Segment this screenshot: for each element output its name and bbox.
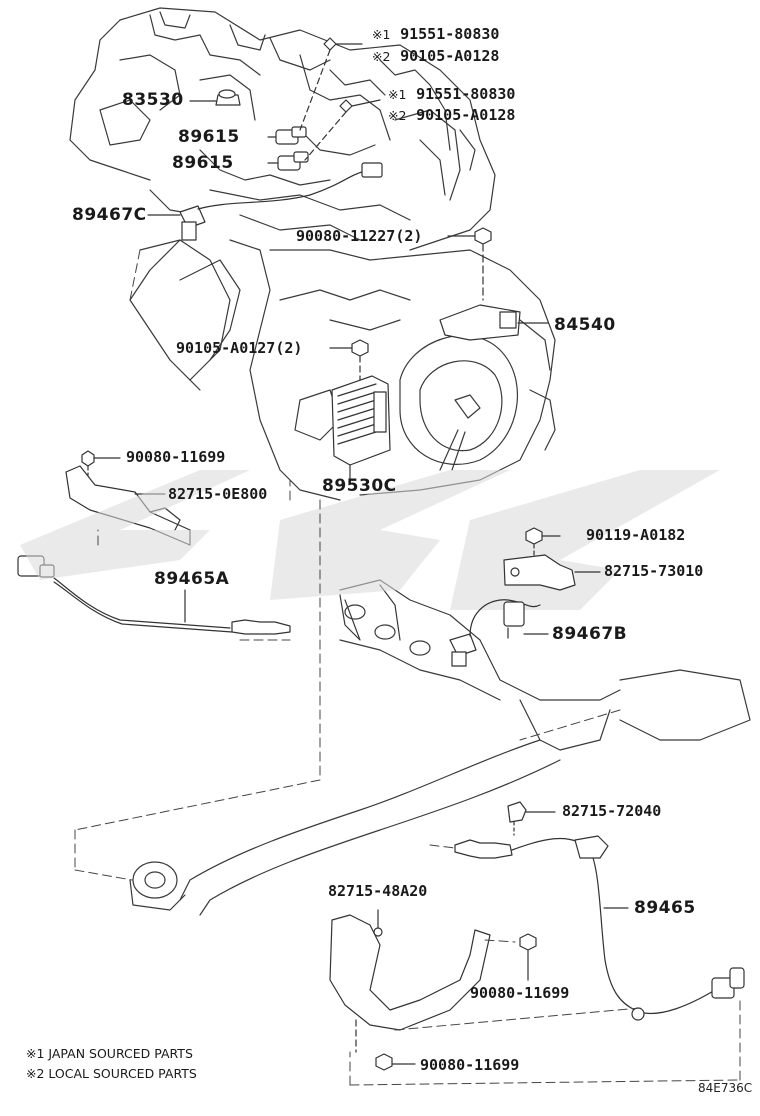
label-90080-11699-b: 90080-11699	[470, 984, 570, 1002]
local-marker: ※2	[388, 108, 407, 123]
part-number: 91551-80830	[416, 85, 516, 103]
reference-lines	[74, 249, 741, 1086]
label-82715-0e800: 82715-0E800	[168, 485, 268, 503]
engine-assembly	[69, 7, 496, 251]
knock-sensor-83530	[189, 89, 241, 106]
figure-code: 84E736C	[698, 1081, 753, 1095]
callout-90105-a0128-local-1: ※2 90105-A0128	[372, 48, 499, 64]
label-90119-a0182: 90119-A0182	[586, 526, 686, 544]
label-82715-73010: 82715-73010	[604, 562, 704, 580]
legend-local-sourced: ※2 LOCAL SOURCED PARTS	[26, 1066, 197, 1081]
cam-sensor-89615a	[267, 126, 307, 145]
bolt-90080-11227	[447, 227, 492, 301]
legend-japan-sourced: ※1 JAPAN SOURCED PARTS	[26, 1046, 193, 1061]
oxygen-sensor-89467b	[449, 599, 549, 667]
part-number: 91551-80830	[400, 25, 500, 43]
japan-marker: ※1	[388, 87, 407, 102]
oxygen-sensor-89467c	[147, 162, 383, 241]
label-89615-b: 89615	[172, 153, 234, 173]
label-89615-a: 89615	[178, 127, 240, 147]
label-83530: 83530	[122, 90, 184, 110]
label-82715-48a20: 82715-48A20	[328, 882, 428, 900]
japan-marker: ※1	[372, 27, 391, 42]
bracket-82715-73010	[503, 554, 601, 591]
label-89467b: 89467B	[552, 624, 628, 644]
label-89465a: 89465A	[154, 569, 230, 589]
oxygen-sensor-89465	[454, 835, 745, 1021]
callout-91551-80830-japan-2: ※1 91551-80830	[388, 86, 515, 102]
label-90080-11227: 90080-11227(2)	[296, 227, 423, 245]
label-89467c: 89467C	[72, 205, 147, 225]
neutral-switch-84540	[439, 304, 549, 341]
callout-90105-a0128-local-2: ※2 90105-A0128	[388, 107, 515, 123]
exhaust-pipe	[129, 669, 751, 916]
clip-82715-72040	[507, 801, 556, 836]
bolt-90080-11699-b	[519, 933, 537, 981]
part-number: 90105-A0128	[416, 106, 516, 124]
label-89465: 89465	[634, 898, 696, 918]
transmission-ecu-89530c	[331, 375, 391, 481]
bolt-91551-a	[299, 37, 363, 131]
cam-sensor-89615b	[267, 151, 309, 171]
label-84540: 84540	[554, 315, 616, 335]
label-90105-a0127: 90105-A0127(2)	[176, 339, 303, 357]
bolt-90105-a0127	[329, 339, 369, 381]
callout-91551-80830-japan-1: ※1 91551-80830	[372, 26, 499, 42]
bolt-90080-11699-c	[375, 1053, 416, 1071]
part-number: 90105-A0128	[400, 47, 500, 65]
label-90080-11699-a: 90080-11699	[126, 448, 226, 466]
local-marker: ※2	[372, 49, 391, 64]
bolt-91551-b	[304, 99, 381, 161]
label-90080-11699-c: 90080-11699	[420, 1056, 520, 1074]
label-89530c: 89530C	[322, 476, 397, 496]
bracket-82715-48a20	[329, 909, 491, 1053]
bolt-90119-a0182	[525, 527, 561, 557]
label-82715-72040: 82715-72040	[562, 802, 662, 820]
